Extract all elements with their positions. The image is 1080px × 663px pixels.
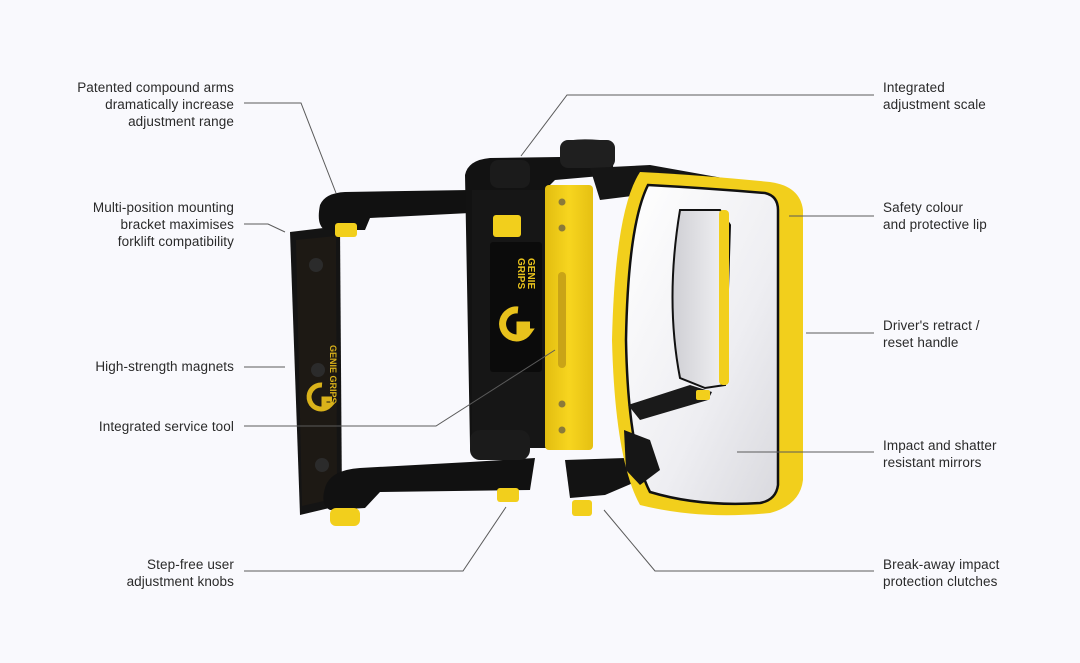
callout-text: adjustment range <box>128 114 234 129</box>
callout-text: Multi-position mounting <box>92 200 234 215</box>
callout-impact-clutches: Break-away impact protection clutches <box>883 556 1000 590</box>
callout-adjustment-scale: Integrated adjustment scale <box>883 79 986 113</box>
callout-text: adjustment knobs <box>126 574 234 589</box>
svg-text:GRIPS: GRIPS <box>515 258 526 289</box>
svg-text:GENIE: GENIE <box>525 258 536 289</box>
callout-retract-handle: Driver's retract / reset handle <box>883 317 980 351</box>
callout-text: Driver's retract / <box>883 318 980 333</box>
callout-text: High-strength magnets <box>95 359 234 374</box>
knob-icon <box>696 390 710 400</box>
callout-text: Safety colour <box>883 200 964 215</box>
callout-text: Integrated service tool <box>98 419 234 434</box>
leader-line-impact-clutches <box>603 509 874 572</box>
upper-compound-arm <box>318 186 490 237</box>
callout-text: Integrated <box>883 80 945 95</box>
knob-icon <box>493 215 521 237</box>
callout-text: forklift compatibility <box>117 234 234 249</box>
mirror-assembly <box>590 165 803 516</box>
callout-shatter-mirrors: Impact and shatter resistant mirrors <box>883 437 997 471</box>
callout-safety-colour: Safety colour and protective lip <box>883 199 987 233</box>
central-housing: GENIE GRIPS <box>465 139 640 516</box>
callout-text: protection clutches <box>883 574 998 589</box>
callout-text: bracket maximises <box>120 217 234 232</box>
leader-line-adjustment-scale <box>520 94 874 157</box>
callout-service-tool: Integrated service tool <box>99 418 234 435</box>
knob-icon <box>497 488 519 502</box>
bolt-icon <box>309 258 323 272</box>
callout-text: reset handle <box>883 335 959 350</box>
callout-text: Patented compound arms <box>77 80 234 95</box>
callout-text: dramatically increase <box>105 97 234 112</box>
clutch-icon <box>572 500 592 516</box>
screw-icon <box>558 198 566 206</box>
service-tool-icon <box>558 272 566 368</box>
lower-compound-arm <box>323 458 535 526</box>
callout-mounting-bracket: Multi-position mounting bracket maximise… <box>93 199 234 250</box>
leader-line-adjustment-knobs <box>244 506 507 572</box>
adjustment-scale-knob <box>490 160 530 188</box>
svg-text:GENIE GRIPS: GENIE GRIPS <box>328 345 338 404</box>
brand-logo: GENIE GRIPS <box>499 258 536 342</box>
mounting-bracket: GENIE GRIPS <box>290 226 342 515</box>
bolt-icon <box>311 363 325 377</box>
brand-logo-small: GENIE GRIPS <box>306 345 338 412</box>
leader-line-mounting-bracket <box>244 223 286 233</box>
bolt-icon <box>315 458 329 472</box>
callout-magnets: High-strength magnets <box>95 358 234 375</box>
leader-line-compound-arms <box>244 102 337 194</box>
leader-line-service-tool <box>244 349 556 427</box>
screw-icon <box>558 400 566 408</box>
screw-icon <box>558 224 566 232</box>
knob-icon <box>335 223 357 237</box>
callout-text: and protective lip <box>883 217 987 232</box>
callout-text: Step-free user <box>147 557 234 572</box>
callout-text: Impact and shatter <box>883 438 997 453</box>
callout-text: resistant mirrors <box>883 455 982 470</box>
callout-adjustment-knobs: Step-free user adjustment knobs <box>127 556 234 590</box>
callout-text: adjustment scale <box>883 97 986 112</box>
callout-compound-arms: Patented compound arms dramatically incr… <box>77 79 234 130</box>
knob-icon <box>330 508 360 526</box>
callout-text: Break-away impact <box>883 557 1000 572</box>
screw-icon <box>558 426 566 434</box>
leader-lines <box>244 94 874 572</box>
